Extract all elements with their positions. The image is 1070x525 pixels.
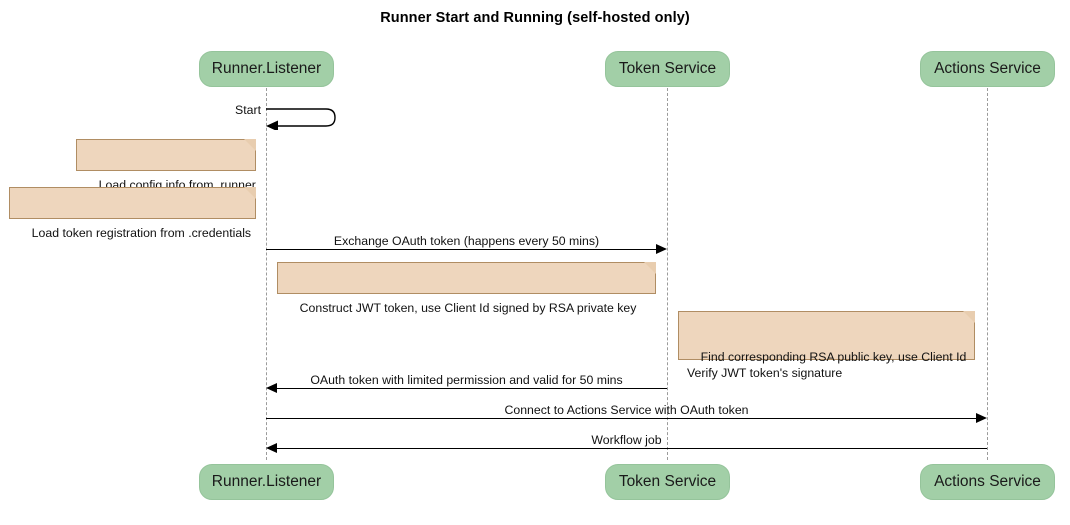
note-text: Load token registration from .credential… [31,226,252,240]
note-fold-icon [244,187,256,199]
message-label-start: Start [235,103,261,117]
message-line-oauth-token-return [277,388,667,389]
note-text: Find corresponding RSA public key, use C… [687,350,967,380]
message-line-workflow-job [277,448,987,449]
note-load-token-registration: Load token registration from .credential… [9,187,256,240]
participant-token-service-bottom[interactable]: Token Service [605,464,730,500]
note-text: Construct JWT token, use Client Id signe… [299,301,637,315]
message-label-exchange-oauth: Exchange OAuth token (happens every 50 m… [333,234,600,248]
participant-label: Runner.Listener [211,473,322,490]
participant-label: Actions Service [934,473,1041,490]
message-line-connect-actions [266,418,976,419]
participant-token-service-top[interactable]: Token Service [605,51,730,87]
note-load-config: Load config info from .runner [76,139,256,192]
participant-label: Runner.Listener [211,60,322,77]
arrowhead-left-workflow-job [266,443,277,453]
message-line-exchange-oauth [266,249,656,250]
participant-label: Token Service [618,60,717,77]
participant-label: Token Service [618,473,717,490]
arrowhead-left-oauth-token-return [266,383,277,393]
note-fold-icon [644,262,656,274]
note-fold-icon [963,311,975,323]
message-label-connect-actions: Connect to Actions Service with OAuth to… [504,403,749,417]
note-fold-icon [244,139,256,151]
page-title: Runner Start and Running (self-hosted on… [380,10,690,26]
participant-runner-listener-top[interactable]: Runner.Listener [199,51,334,87]
participant-label: Actions Service [934,60,1041,77]
message-label-workflow-job: Workflow job [591,433,662,447]
participant-runner-listener-bottom[interactable]: Runner.Listener [199,464,334,500]
lifeline-token [667,88,668,460]
participant-actions-service-top[interactable]: Actions Service [920,51,1055,87]
note-construct-jwt: Construct JWT token, use Client Id signe… [277,262,656,315]
arrowhead-right-exchange-oauth [656,244,667,254]
self-message-start [266,106,338,132]
message-label-oauth-token-return: OAuth token with limited permission and … [310,373,623,387]
arrowhead-right-connect-actions [976,413,987,423]
note-verify-jwt-signature: Find corresponding RSA public key, use C… [678,311,975,380]
lifeline-runner [266,88,267,460]
participant-actions-service-bottom[interactable]: Actions Service [920,464,1055,500]
lifeline-actions [987,88,988,460]
